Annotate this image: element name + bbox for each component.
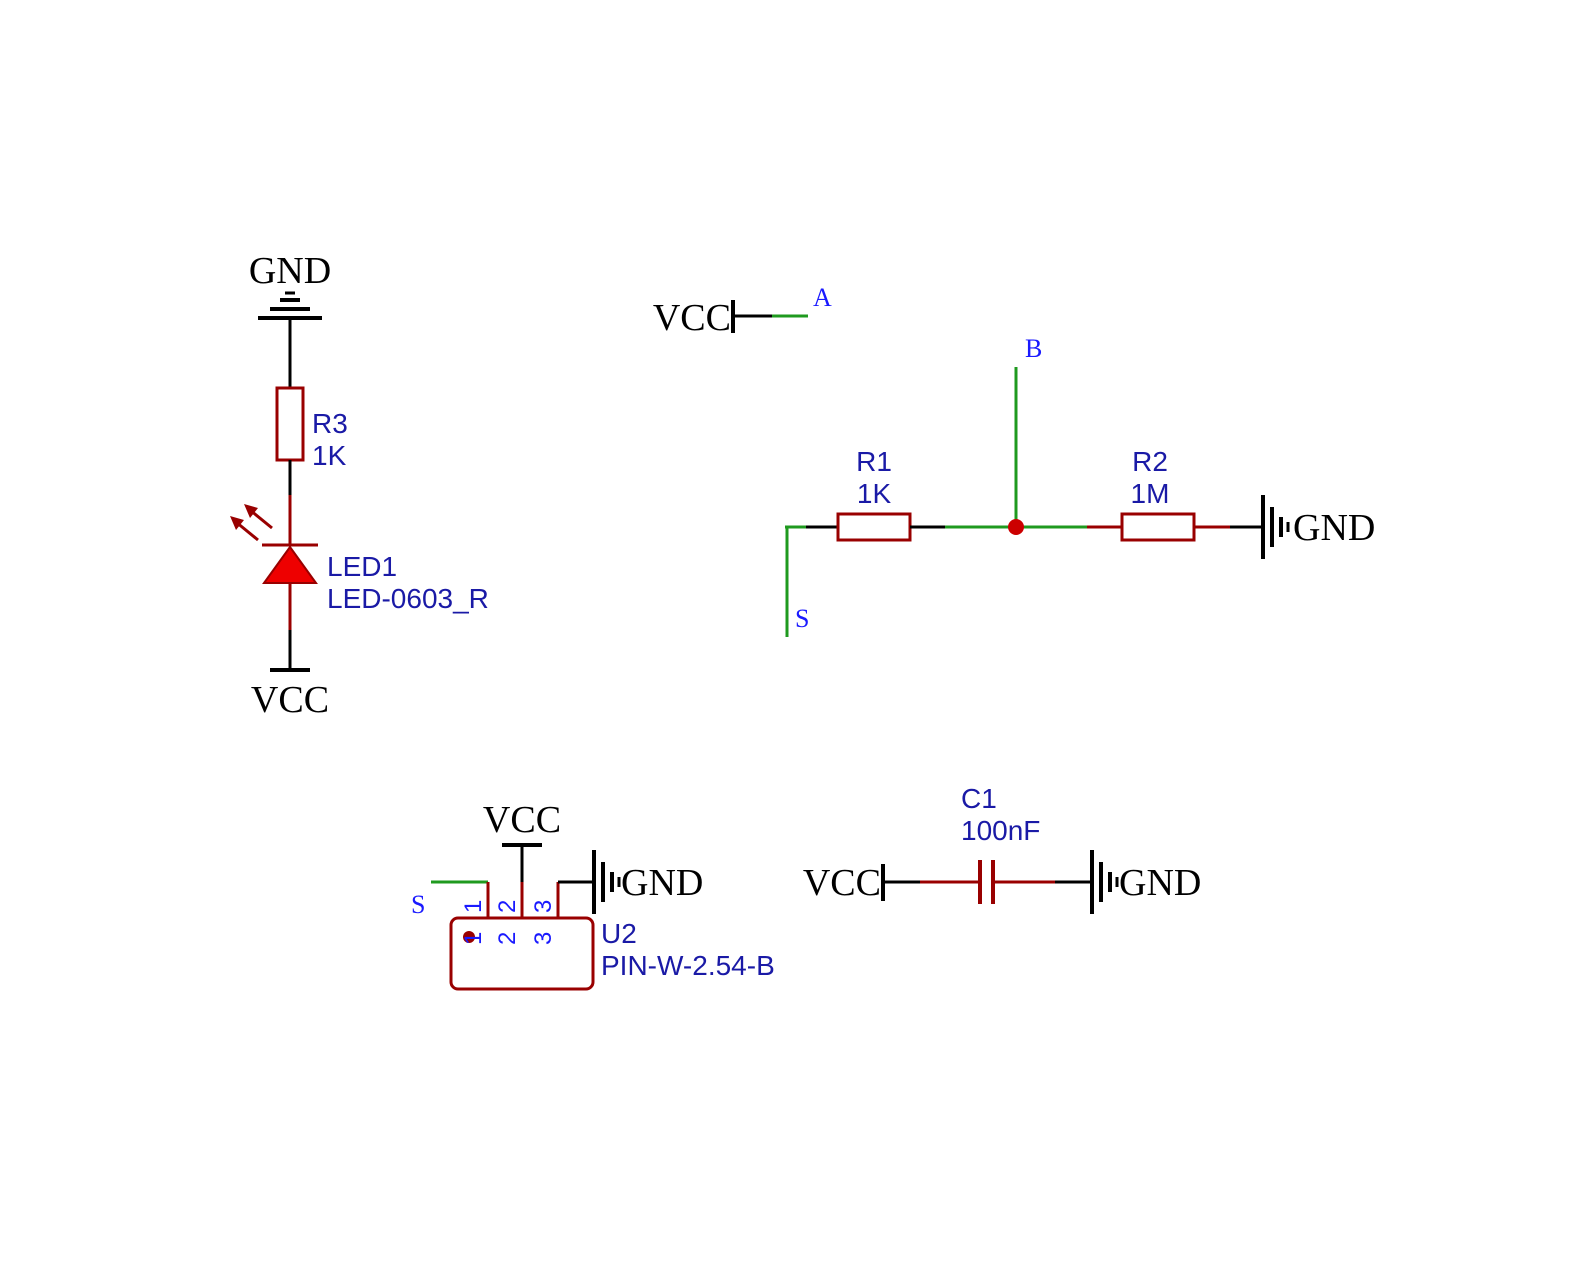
r3-value: 1K [312,440,347,471]
vcc-label: VCC [251,679,329,721]
vcc-label: VCC [803,862,881,904]
net-label-s: S [411,890,425,919]
gnd-symbol-capacitor: GND [1090,850,1201,914]
resistor-r1: R1 1K [836,446,945,542]
u2-ref: U2 [601,918,637,949]
net-label-s: S [795,604,809,633]
vcc-label: VCC [483,799,561,841]
resistor-r2: R2 1M [1087,446,1230,542]
pin-number-outer: 2 [494,900,521,913]
gnd-label: GND [1119,862,1201,904]
r1-ref: R1 [856,446,892,477]
gnd-label: GND [249,250,331,292]
vcc-symbol-header: VCC [483,799,561,882]
led-led1: LED1 LED-0603_R [230,504,489,668]
gnd-symbol-led-branch: GND [249,250,331,320]
gnd-label: GND [621,862,703,904]
led1-ref: LED1 [327,551,397,582]
gnd-label: GND [1293,507,1375,549]
pin-number-outer: 3 [530,900,557,913]
c1-value: 100nF [961,815,1040,846]
r2-value: 1M [1131,478,1170,509]
net-label-b: B [1025,334,1042,363]
led1-value: LED-0603_R [327,583,489,614]
r1-value: 1K [857,478,892,509]
resistor-r3: R3 1K [275,386,348,545]
header-u2: 1 2 3 1 2 3 S U2 PIN-W-2.54-B [411,880,775,991]
junction-dot [1008,519,1024,535]
pin-number-inner: 3 [530,932,557,945]
vcc-symbol-led-branch: VCC [251,668,329,721]
vcc-label: VCC [653,297,731,339]
pin-number-inner: 2 [494,932,521,945]
capacitor-c1: C1 100nF [920,783,1092,904]
pin-number-inner: 1 [460,932,487,945]
pin-number-outer: 1 [460,900,487,913]
gnd-symbol-header: GND [592,850,703,914]
light-emission-arrows-icon [230,504,273,542]
r2-ref: R2 [1132,446,1168,477]
vcc-symbol-capacitor: VCC [803,862,920,904]
vcc-symbol-net-a: VCC A [653,283,832,339]
r3-ref: R3 [312,408,348,439]
net-s-wire-divider: S [785,525,838,637]
u2-value: PIN-W-2.54-B [601,950,775,981]
net-label-a: A [813,283,832,312]
gnd-symbol-divider: GND [1230,495,1375,559]
c1-ref: C1 [961,783,997,814]
